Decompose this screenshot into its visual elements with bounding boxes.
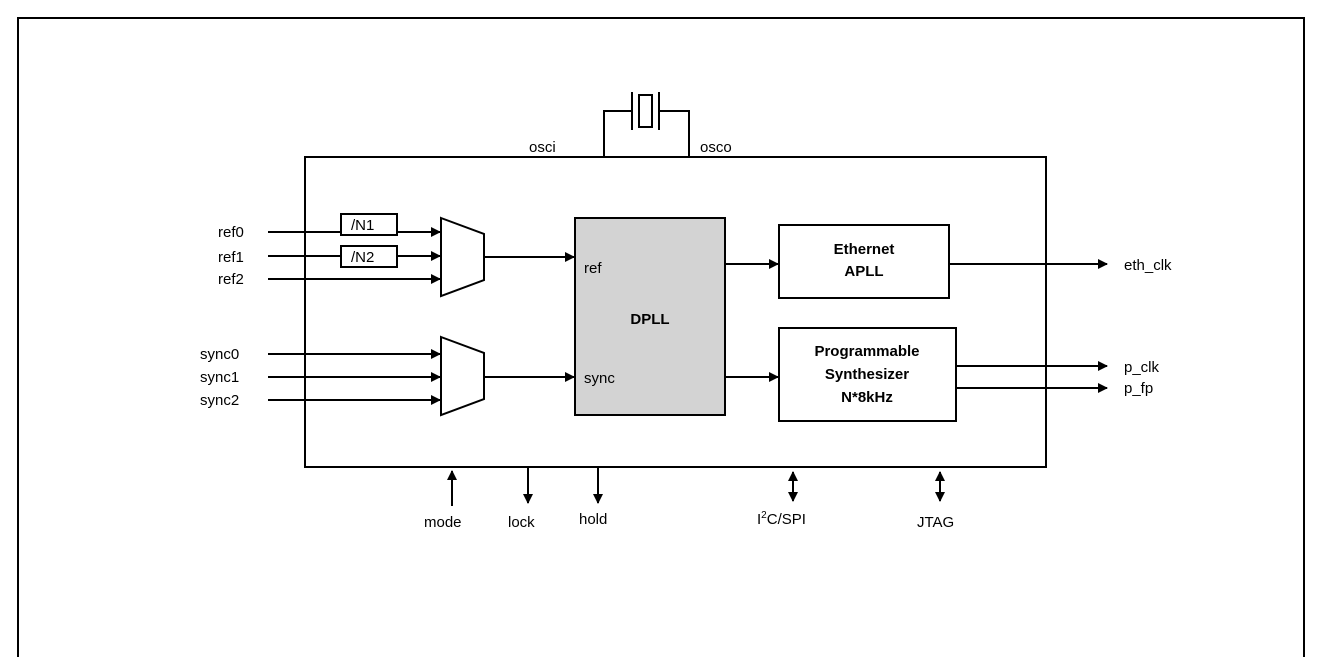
i2c-spi-label: I2C/SPI <box>757 510 806 528</box>
mode-label: mode <box>424 514 462 531</box>
p-clk-label: p_clk <box>1124 359 1160 376</box>
sync1-label: sync1 <box>200 369 239 386</box>
dpll-title: DPLL <box>630 311 669 328</box>
dpll-sync-port: sync <box>584 370 615 387</box>
synth-line3: N*8kHz <box>841 389 893 406</box>
divider-n1-label: /N1 <box>351 217 374 234</box>
apll-line1: Ethernet <box>834 241 895 258</box>
jtag-label: JTAG <box>917 514 954 531</box>
crystal <box>604 92 689 157</box>
divider-n2-label: /N2 <box>351 249 374 266</box>
dpll-ref-port: ref <box>584 260 602 277</box>
ref1-label: ref1 <box>218 249 244 266</box>
sync0-label: sync0 <box>200 346 239 363</box>
ethernet-apll-block <box>779 225 949 298</box>
synth-line1: Programmable <box>814 343 919 360</box>
ref2-label: ref2 <box>218 271 244 288</box>
hold-label: hold <box>579 511 607 528</box>
apll-line2: APLL <box>844 263 883 280</box>
osci-label: osci <box>529 139 556 156</box>
ref0-label: ref0 <box>218 224 244 241</box>
lock-label: lock <box>508 514 535 531</box>
osco-label: osco <box>700 139 732 156</box>
sync2-label: sync2 <box>200 392 239 409</box>
p-fp-label: p_fp <box>1124 380 1153 397</box>
eth-clk-label: eth_clk <box>1124 257 1172 274</box>
synth-line2: Synthesizer <box>825 366 909 383</box>
block-diagram: osci osco ref0 ref1 ref2 /N1 /N2 sync0 s… <box>0 0 1320 634</box>
